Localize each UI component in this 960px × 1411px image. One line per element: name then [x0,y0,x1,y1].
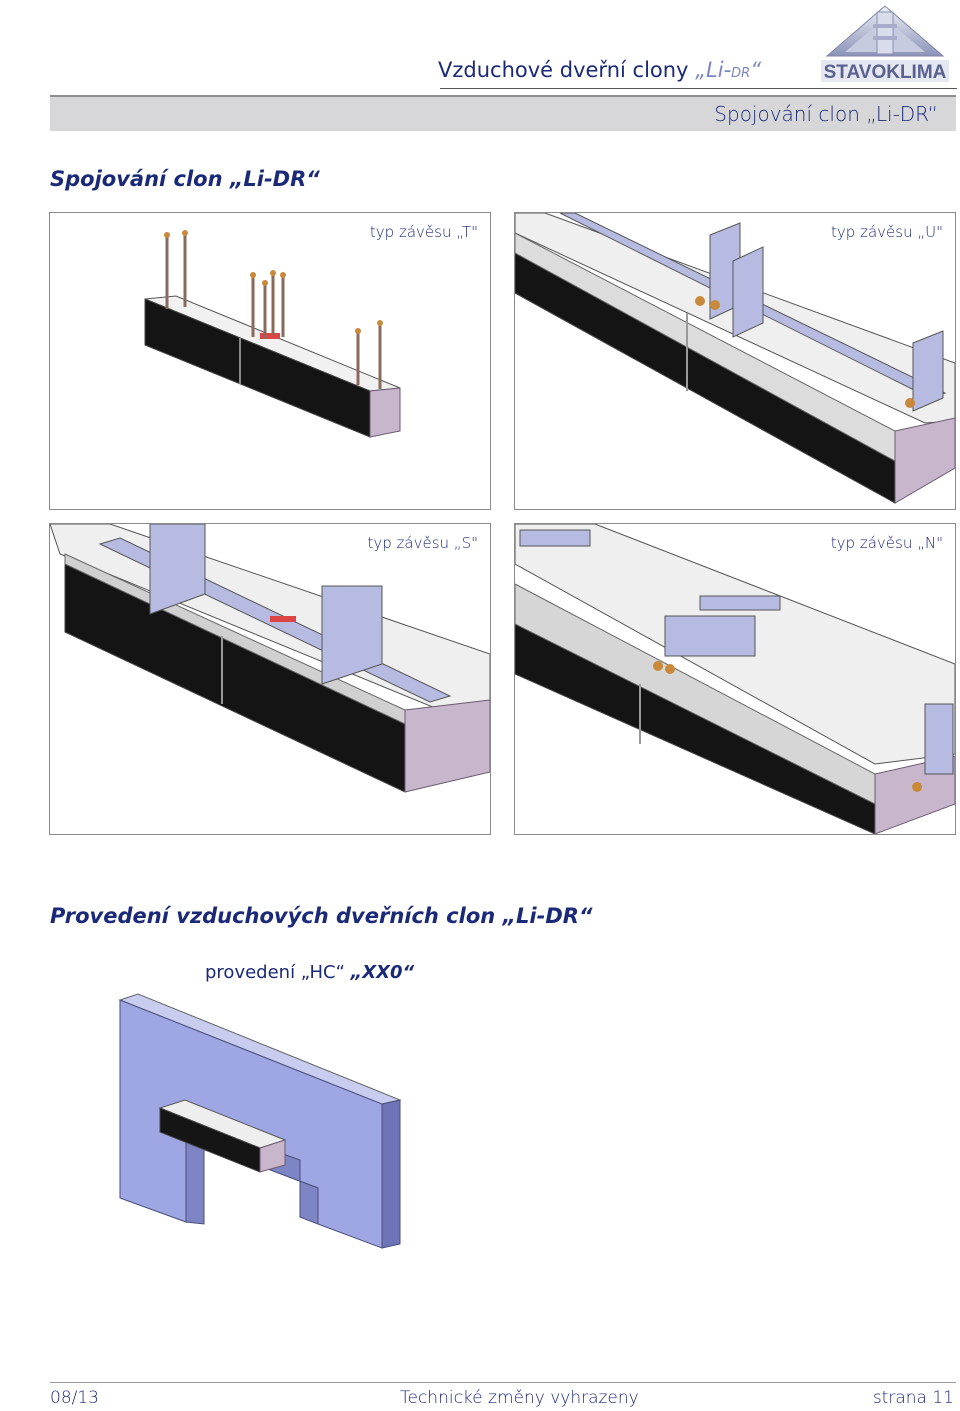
section-header-bar: Spojování clon „Li-DR“ [50,95,956,131]
section-heading-variants: Provedení vzduchových dveřních clon „Li-… [50,904,593,928]
panel-hanger-n: typ závěsu „N" [514,523,956,835]
panel-caption-s: typ závěsu „S" [367,534,478,552]
document-title-main: Vzduchové dveřní clony [438,58,696,82]
hanger-t-illustration [144,230,401,438]
document-title: Vzduchové dveřní clony „Li-DR“ [438,58,761,82]
footer-rule [50,1382,956,1383]
hanger-n-illustration [515,524,955,834]
logo-text: STAVOKLIMA [824,62,947,83]
stavoklima-logo: STAVOKLIMA [815,4,955,86]
panel-caption-t: typ závěsu „T" [369,223,478,241]
hanger-u-illustration [515,213,955,504]
hanger-s-illustration [50,524,490,793]
variant-label-text: provedení „HC“ [205,962,351,983]
document-title-accent: „Li-DR“ [695,58,762,82]
joint-clip [270,616,296,622]
panel-caption-n: typ závěsu „N" [830,534,943,552]
title-rule [440,88,957,89]
panel-caption-u: typ závěsu „U" [831,223,943,241]
wall-mount-illustration [110,990,430,1260]
footer-page-number: strana 11 [872,1388,954,1408]
section-heading-joining: Spojování clon „Li-DR“ [50,167,320,191]
joint-clip [260,333,280,339]
footer-notice: Technické změny vyhrazeny [400,1388,639,1408]
footer-date: 08/13 [50,1388,99,1408]
panel-hanger-s: typ závěsu „S" [49,523,491,835]
variant-label: provedení „HC“ „XX0“ [205,962,414,983]
variant-code: „XX0“ [350,962,415,983]
section-header-title: Spojování clon „Li-DR“ [714,102,938,126]
panel-hanger-u: typ závěsu „U" [514,212,956,510]
panel-hanger-t: typ závěsu „T" [49,212,491,510]
